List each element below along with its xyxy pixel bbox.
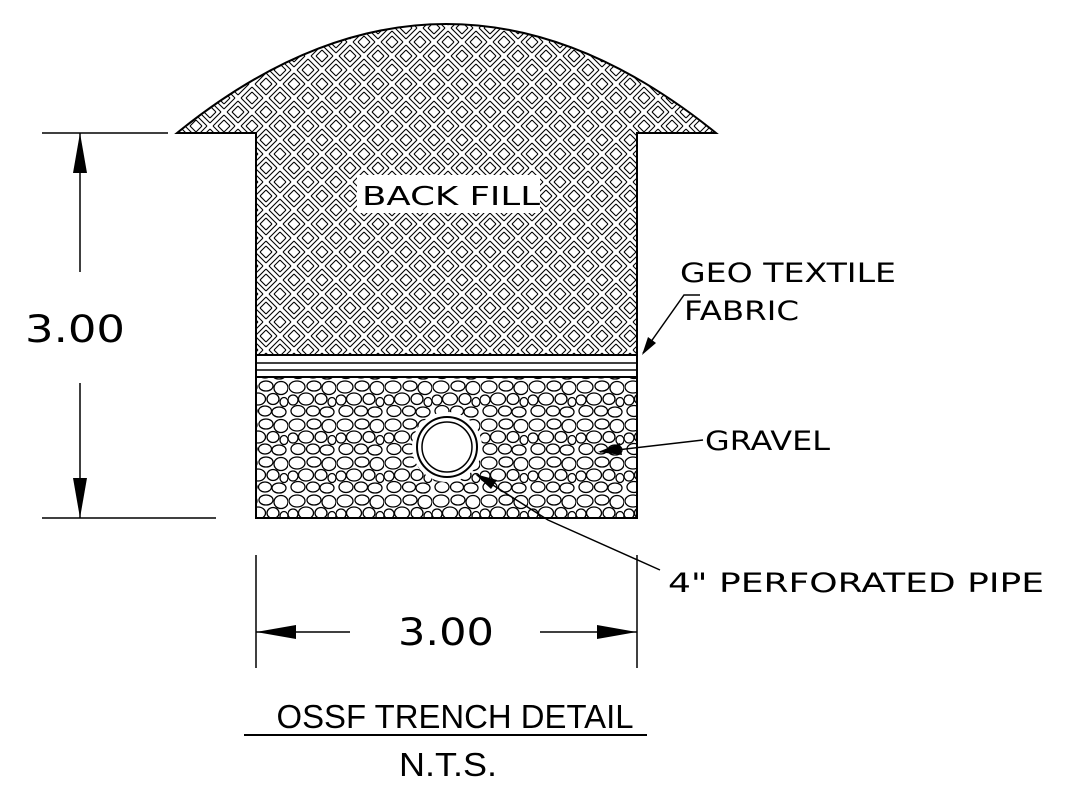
- gravel-label: GRAVEL: [705, 426, 830, 457]
- geotextile-label-line1: GEO TEXTILE: [680, 258, 896, 289]
- pipe-inner: [421, 421, 473, 473]
- gravel-leader-arrowhead: [598, 443, 622, 455]
- arrowhead-up: [73, 133, 87, 173]
- geotextile-label-line2: FABRIC: [684, 296, 799, 327]
- backfill-label-backing: [357, 175, 540, 213]
- geotextile-layer: [255, 354, 638, 378]
- geotextile-leader: [642, 294, 700, 354]
- arrowhead-left: [256, 625, 296, 639]
- height-dimension-text: 3.00: [25, 308, 125, 351]
- backfill-label: BACK FILL: [362, 182, 541, 212]
- width-dimension-text: 3.00: [398, 611, 494, 654]
- pipe-label: 4" PERFORATED PIPE: [668, 568, 1044, 599]
- arrowhead-right: [597, 625, 637, 639]
- drawing-scale: N.T.S.: [399, 746, 497, 783]
- pipe-leader: [476, 474, 661, 571]
- drawing-title: OSSF TRENCH DETAIL: [277, 698, 634, 735]
- arrowhead-down: [73, 478, 87, 518]
- geotextile-leader-arrowhead: [642, 337, 656, 355]
- pipe-leader-arrowhead: [475, 474, 497, 489]
